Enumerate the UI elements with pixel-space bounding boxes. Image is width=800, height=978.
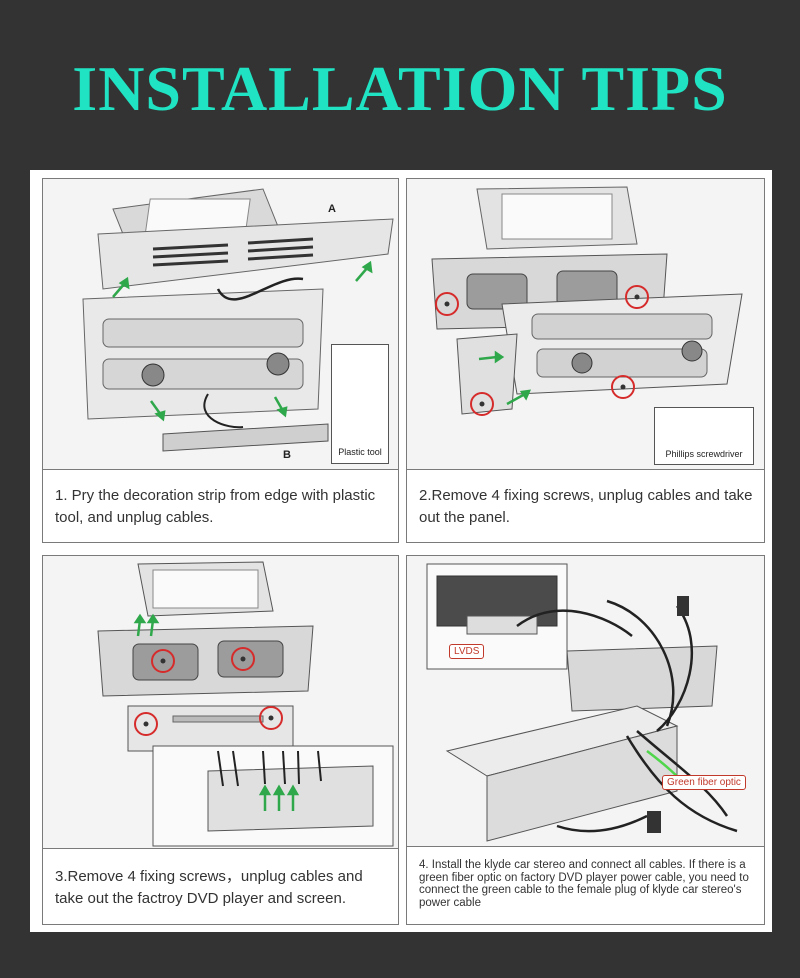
step-4-panel: LVDS Green fiber optic 4. Install the kl… <box>406 555 765 925</box>
step-2-illustration: Phillips screwdriver <box>407 179 764 469</box>
step-1-caption: 1. Pry the decoration strip from edge wi… <box>55 487 376 526</box>
step-4-caption: 4. Install the klyde car stereo and conn… <box>419 859 749 909</box>
step-3-divider <box>43 848 398 849</box>
label-b: B <box>283 449 291 461</box>
plastic-tool-box: Plastic tool <box>331 344 389 464</box>
screwdriver-box: Phillips screwdriver <box>654 407 754 465</box>
page-title: INSTALLATION TIPS <box>72 53 728 124</box>
step-4-divider <box>407 846 764 847</box>
plastic-tool-label: Plastic tool <box>338 447 382 457</box>
label-a: A <box>328 203 336 215</box>
lvds-label: LVDS <box>449 644 485 659</box>
step-4-illustration: LVDS Green fiber optic <box>407 556 764 846</box>
instruction-sheet: A B Plastic tool 1. Pry the decoration s… <box>30 170 772 932</box>
step-3-illustration <box>43 556 398 848</box>
step-3-caption: 3.Remove 4 fixing screws，unplug cables a… <box>55 868 363 907</box>
step-3-panel: 3.Remove 4 fixing screws，unplug cables a… <box>42 555 399 925</box>
step-2-caption: 2.Remove 4 fixing screws, unplug cables … <box>419 487 753 526</box>
screwdriver-label: Phillips screwdriver <box>665 449 743 459</box>
step-1-panel: A B Plastic tool 1. Pry the decoration s… <box>42 178 399 543</box>
green-fiber-optic-label: Green fiber optic <box>662 775 746 790</box>
step-1-divider <box>43 469 398 470</box>
step-2-divider <box>407 469 764 470</box>
step-2-panel: Phillips screwdriver 2.Remove 4 fixing s… <box>406 178 765 543</box>
step-1-illustration: A B Plastic tool <box>43 179 398 469</box>
